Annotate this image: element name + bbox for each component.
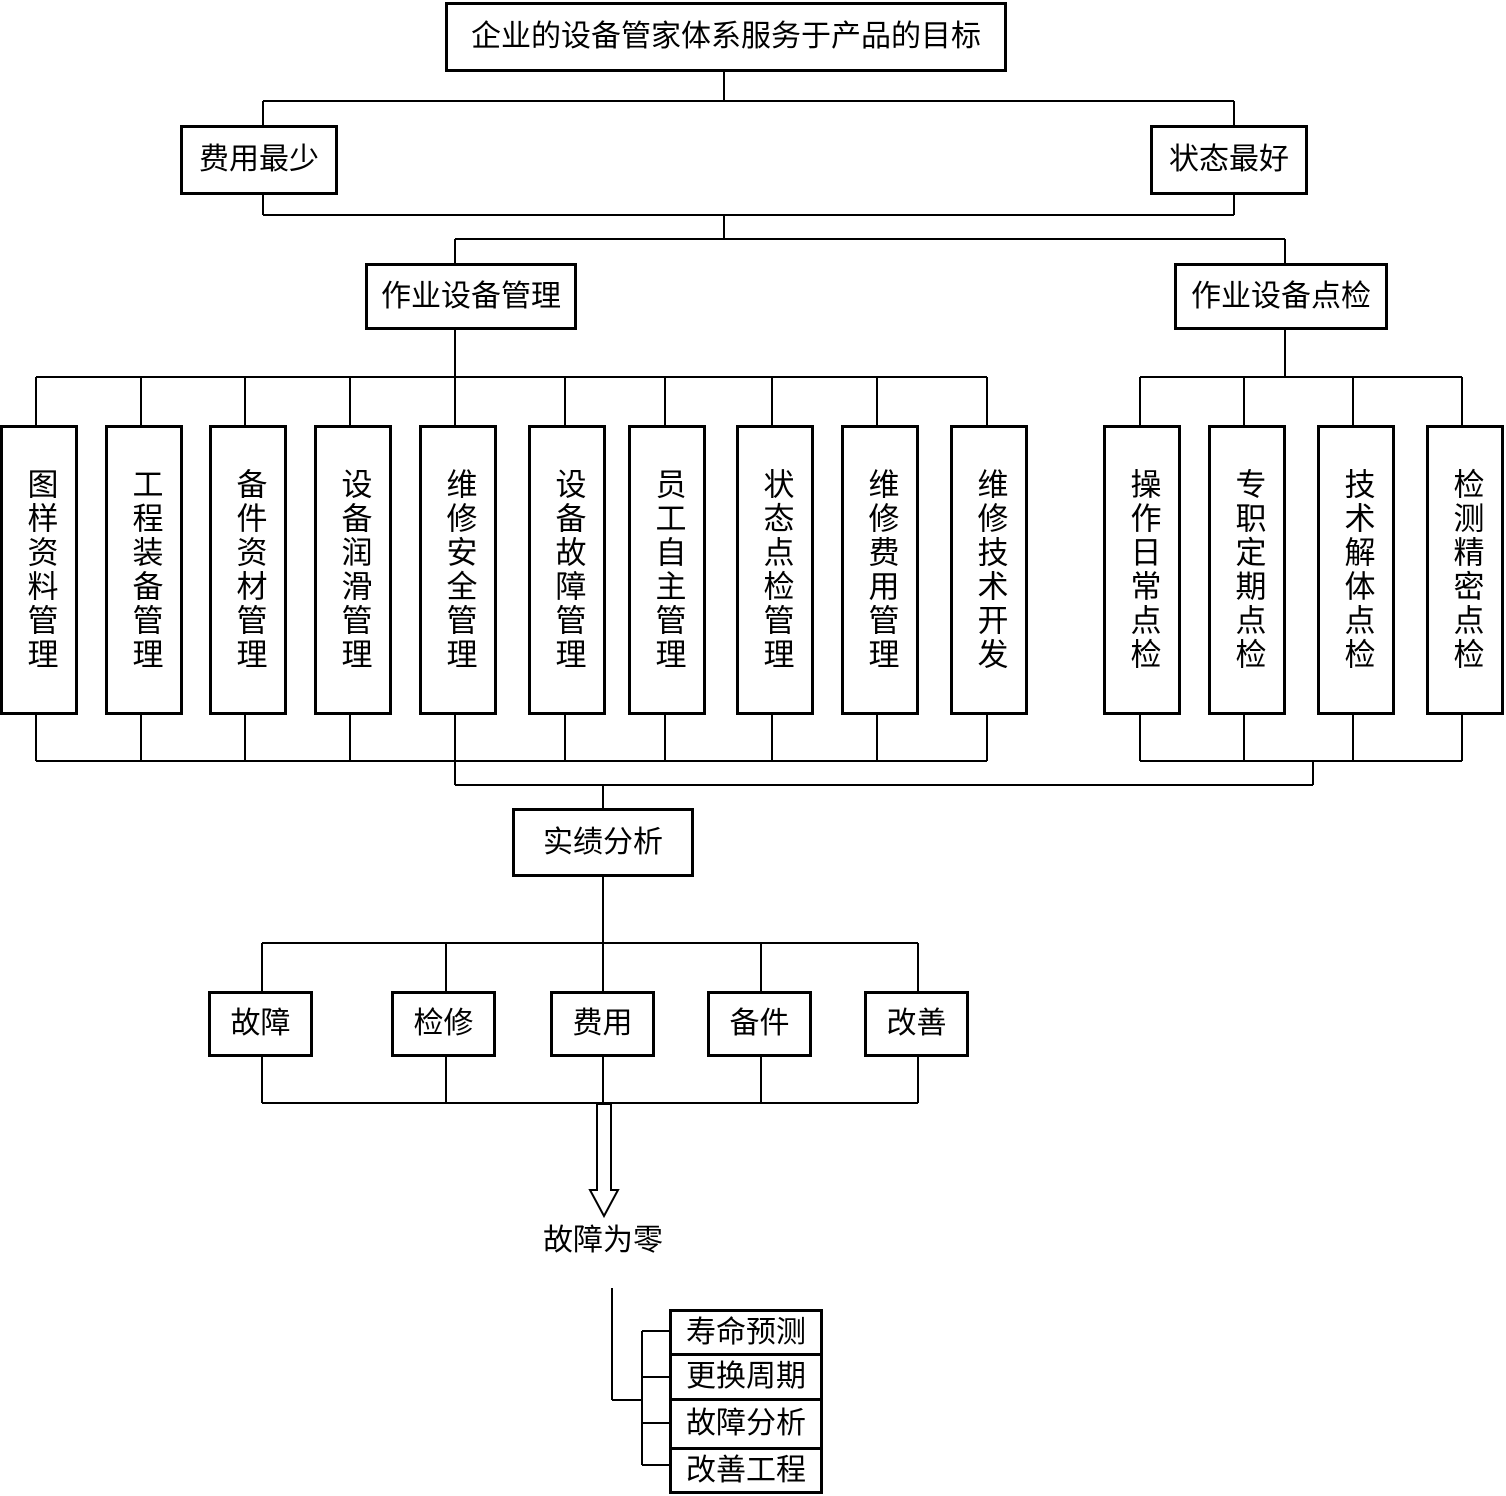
analysis-item: 备件 (707, 991, 812, 1057)
result-item-label: 故障分析 (686, 1406, 806, 1441)
analysis-node: 实绩分析 (512, 808, 694, 877)
result-item-label: 改善工程 (686, 1452, 806, 1488)
management-item-label: 备件资材管理 (230, 468, 267, 672)
management-item-label: 状态点检管理 (757, 468, 794, 672)
result-label: 故障为零 (543, 1223, 663, 1258)
analysis-item-label: 改善 (886, 1006, 947, 1041)
goal-label-left: 费用最少 (199, 142, 319, 177)
down-arrow-icon (588, 1103, 620, 1219)
management-item: 维修技术开发 (950, 425, 1028, 715)
management-item: 图样资料管理 (0, 425, 78, 715)
analysis-item: 故障 (208, 991, 313, 1057)
management-item: 设备润滑管理 (314, 425, 392, 715)
analysis-item-label: 备件 (729, 1006, 790, 1041)
analysis-item-label: 故障 (230, 1006, 291, 1041)
management-item: 维修安全管理 (419, 425, 497, 715)
analysis-item: 检修 (391, 991, 496, 1057)
analysis-item: 费用 (550, 991, 655, 1057)
inspection-item: 技术解体点检 (1317, 425, 1395, 715)
management-item-label: 工程装备管理 (126, 468, 163, 672)
goal-node-right: 状态最好 (1150, 125, 1308, 195)
branch-node-management: 作业设备管理 (365, 263, 577, 330)
analysis-item: 改善 (864, 991, 969, 1057)
management-item: 备件资材管理 (209, 425, 287, 715)
management-item-label: 设备润滑管理 (335, 468, 372, 672)
inspection-item: 检测精密点检 (1426, 425, 1504, 715)
inspection-item: 操作日常点检 (1103, 425, 1181, 715)
inspection-item-label: 操作日常点检 (1124, 468, 1161, 672)
result-item: 寿命预测 (669, 1309, 823, 1356)
branch-label-management: 作业设备管理 (381, 278, 561, 314)
result-item-label: 寿命预测 (686, 1314, 806, 1350)
root-node: 企业的设备管家体系服务于产品的目标 (445, 2, 1007, 72)
result-item: 改善工程 (669, 1447, 823, 1494)
result-item-label: 更换周期 (686, 1359, 806, 1394)
management-item-label: 设备故障管理 (549, 468, 586, 672)
management-item: 设备故障管理 (528, 425, 606, 715)
analysis-item-label: 费用 (572, 1006, 633, 1041)
branch-label-inspection: 作业设备点检 (1191, 278, 1371, 314)
management-item-label: 维修费用管理 (862, 468, 899, 672)
management-item-label: 员工自主管理 (649, 468, 686, 672)
management-item: 状态点检管理 (736, 425, 814, 715)
analysis-label: 实绩分析 (543, 824, 663, 860)
management-item: 工程装备管理 (105, 425, 183, 715)
inspection-item-label: 专职定期点检 (1229, 468, 1266, 672)
branch-node-inspection: 作业设备点检 (1174, 263, 1388, 330)
inspection-item-label: 检测精密点检 (1447, 468, 1484, 672)
result-item: 故障分析 (669, 1398, 823, 1450)
management-item-label: 维修安全管理 (440, 468, 477, 672)
root-label: 企业的设备管家体系服务于产品的目标 (471, 19, 981, 54)
inspection-item: 专职定期点检 (1208, 425, 1286, 715)
management-item: 员工自主管理 (628, 425, 706, 715)
goal-node-left: 费用最少 (180, 125, 338, 195)
management-item: 维修费用管理 (841, 425, 919, 715)
inspection-item-label: 技术解体点检 (1338, 468, 1375, 672)
goal-label-right: 状态最好 (1169, 142, 1289, 177)
management-item-label: 维修技术开发 (971, 468, 1008, 672)
analysis-item-label: 检修 (413, 1006, 474, 1041)
result-item: 更换周期 (669, 1353, 823, 1401)
management-item-label: 图样资料管理 (21, 468, 58, 672)
